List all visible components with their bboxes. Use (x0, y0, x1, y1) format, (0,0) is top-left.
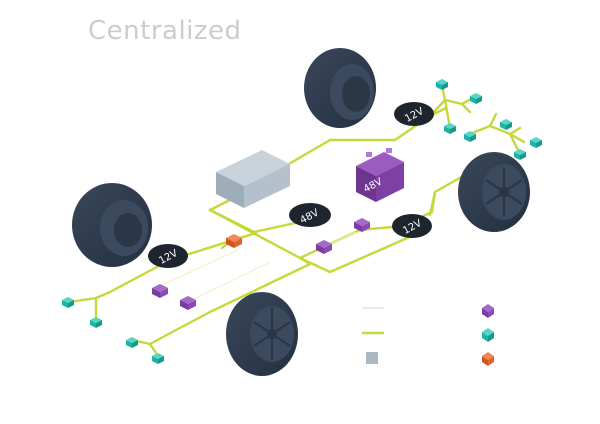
wheel-front-left (72, 183, 152, 267)
legend-orange-swatch (482, 352, 494, 366)
badge-48v-center: 48V (289, 203, 331, 227)
diagram-title: Centralized (88, 16, 242, 46)
sensor-nodes (62, 79, 542, 364)
central-compute-unit (216, 150, 290, 208)
node-purple-1 (152, 284, 168, 298)
badge-12v-rear: 12V (394, 102, 434, 126)
wheel-rear-right (458, 152, 530, 232)
node-purple-2 (180, 296, 196, 310)
legend-teal-swatch (482, 328, 494, 342)
badge-12v-right: 12V (392, 214, 432, 238)
node-orange (226, 234, 242, 248)
badge-12v-front: 12V (148, 244, 188, 268)
legend (362, 304, 494, 366)
battery-icon: 48V (356, 148, 404, 202)
node-purple-3 (316, 240, 332, 254)
legend-purple-swatch (482, 304, 494, 318)
wheel-front-right (226, 292, 298, 376)
node-purple-4 (354, 218, 370, 232)
wheel-rear-left (304, 48, 376, 128)
